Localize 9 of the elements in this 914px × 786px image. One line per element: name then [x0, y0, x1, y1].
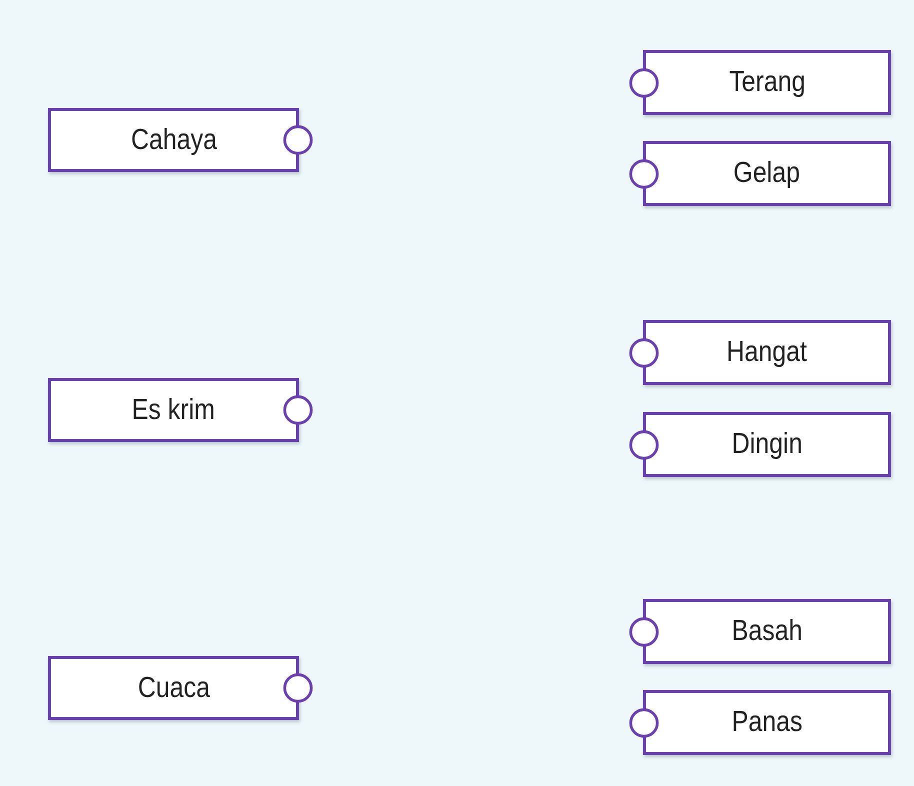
word-label: Gelap — [734, 157, 800, 190]
word-label: Basah — [732, 615, 802, 648]
word-label: Terang — [728, 66, 806, 99]
word-label: Hangat — [726, 336, 808, 369]
word-label: Cuaca — [137, 672, 210, 704]
word-label: Panas — [732, 706, 802, 739]
word-label: Es krim — [132, 394, 216, 426]
word-label: Dingin — [732, 428, 802, 461]
word-label: Cahaya — [130, 124, 216, 156]
